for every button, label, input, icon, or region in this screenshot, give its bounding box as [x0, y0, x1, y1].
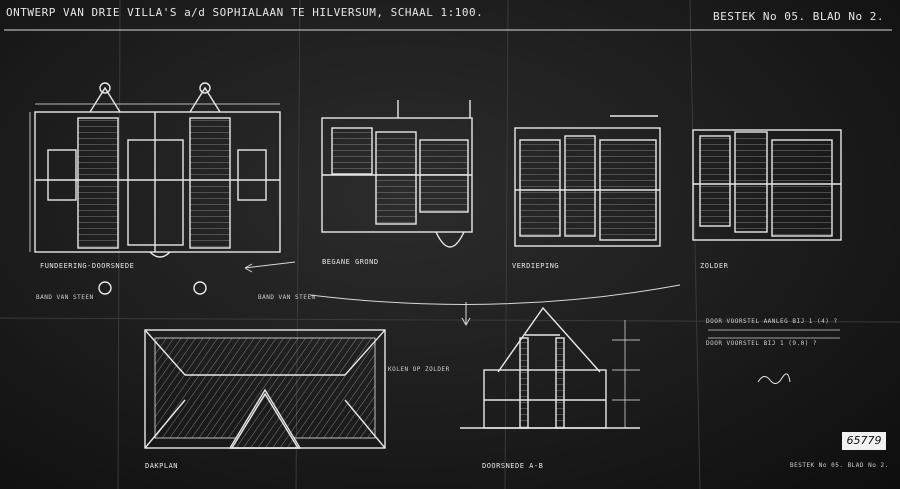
note-right-1: DOOR VOORSTEL AANLEG BIJ 1 (4) ? [706, 318, 838, 325]
label-section: DOORSNEDE A-B [482, 462, 544, 470]
footer-note: BESTEK No 05. BLAD No 2. [790, 462, 889, 469]
archive-number-stamp: 65779 [842, 432, 886, 450]
label-roof: DAKPLAN [145, 462, 179, 470]
drawing-title: ONTWERP VAN DRIE VILLA'S a/d SOPHIALAAN … [6, 6, 484, 19]
note-left-1: BAND VAN STEEN [36, 294, 94, 301]
label-ground-floor: BEGANE GROND [322, 258, 379, 266]
sheet-number: BESTEK No 05. BLAD No 2. [713, 10, 884, 23]
foundation-plan [29, 82, 281, 295]
reference-arrows [244, 261, 681, 327]
label-foundation: FUNDEERING-DOORSNEDE [40, 262, 135, 270]
note-roof-side: KOLEN OP ZOLDER [388, 366, 450, 373]
roof-plan [144, 329, 386, 449]
notes-lines [708, 329, 840, 339]
label-attic: ZOLDER [700, 262, 729, 270]
label-first-floor: VERDIEPING [512, 262, 560, 270]
first-floor-plan [514, 115, 661, 247]
signature-icon [757, 373, 791, 384]
note-right-2: DOOR VOORSTEL BIJ 1 (9.0) ? [706, 340, 818, 347]
note-left-2: BAND VAN STEEN [258, 294, 316, 301]
ground-floor-plan [321, 100, 473, 248]
section-drawing [460, 306, 640, 429]
attic-plan [692, 129, 842, 241]
